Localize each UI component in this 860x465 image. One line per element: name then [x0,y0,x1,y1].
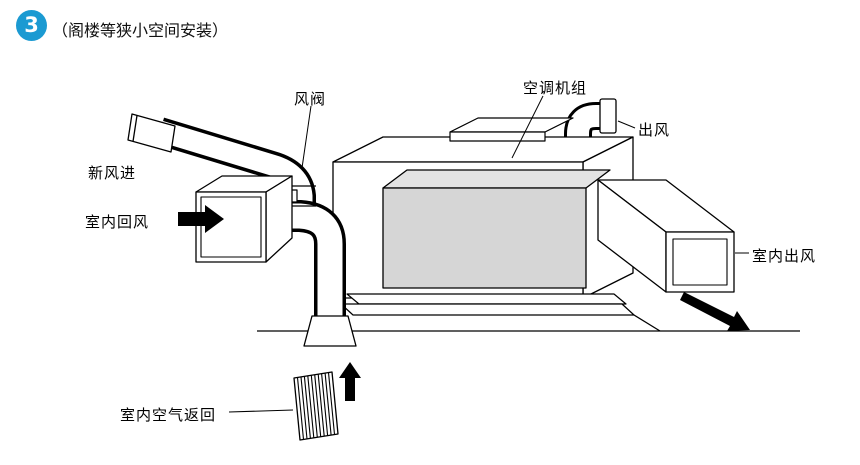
return-air-box [196,176,292,262]
fresh-air-nozzle [128,114,175,152]
fresh-air-pipe [160,131,302,228]
label-fresh-air-in: 新风进 [88,164,137,182]
return-air-arrow-icon [178,205,224,233]
ac-unit-body [383,170,610,288]
indoor-out-arrow-icon [680,292,750,331]
indoor-air-out-duct [598,180,734,292]
base-slabs [341,294,634,315]
air-outlet-pipe [578,99,616,152]
return-air-pipe [262,216,330,322]
floor-grille [294,372,338,440]
step-badge: 3 [16,10,47,41]
air-return-up-arrow-icon [339,362,361,401]
casing-top-plate [450,118,573,141]
page-title: （阁楼等狭小空间安装） [52,21,229,40]
pipe-flare [304,316,356,346]
label-indoor-air-return: 室内空气返回 [120,406,217,424]
label-ac-unit: 空调机组 [523,79,588,97]
label-damper: 风阀 [294,90,327,108]
label-indoor-return-air: 室内回风 [85,213,150,231]
label-indoor-air-out: 室内出风 [752,247,817,265]
label-air-outlet: 出风 [638,121,671,139]
flow-arrows [178,205,750,401]
leader-lines [229,96,749,412]
